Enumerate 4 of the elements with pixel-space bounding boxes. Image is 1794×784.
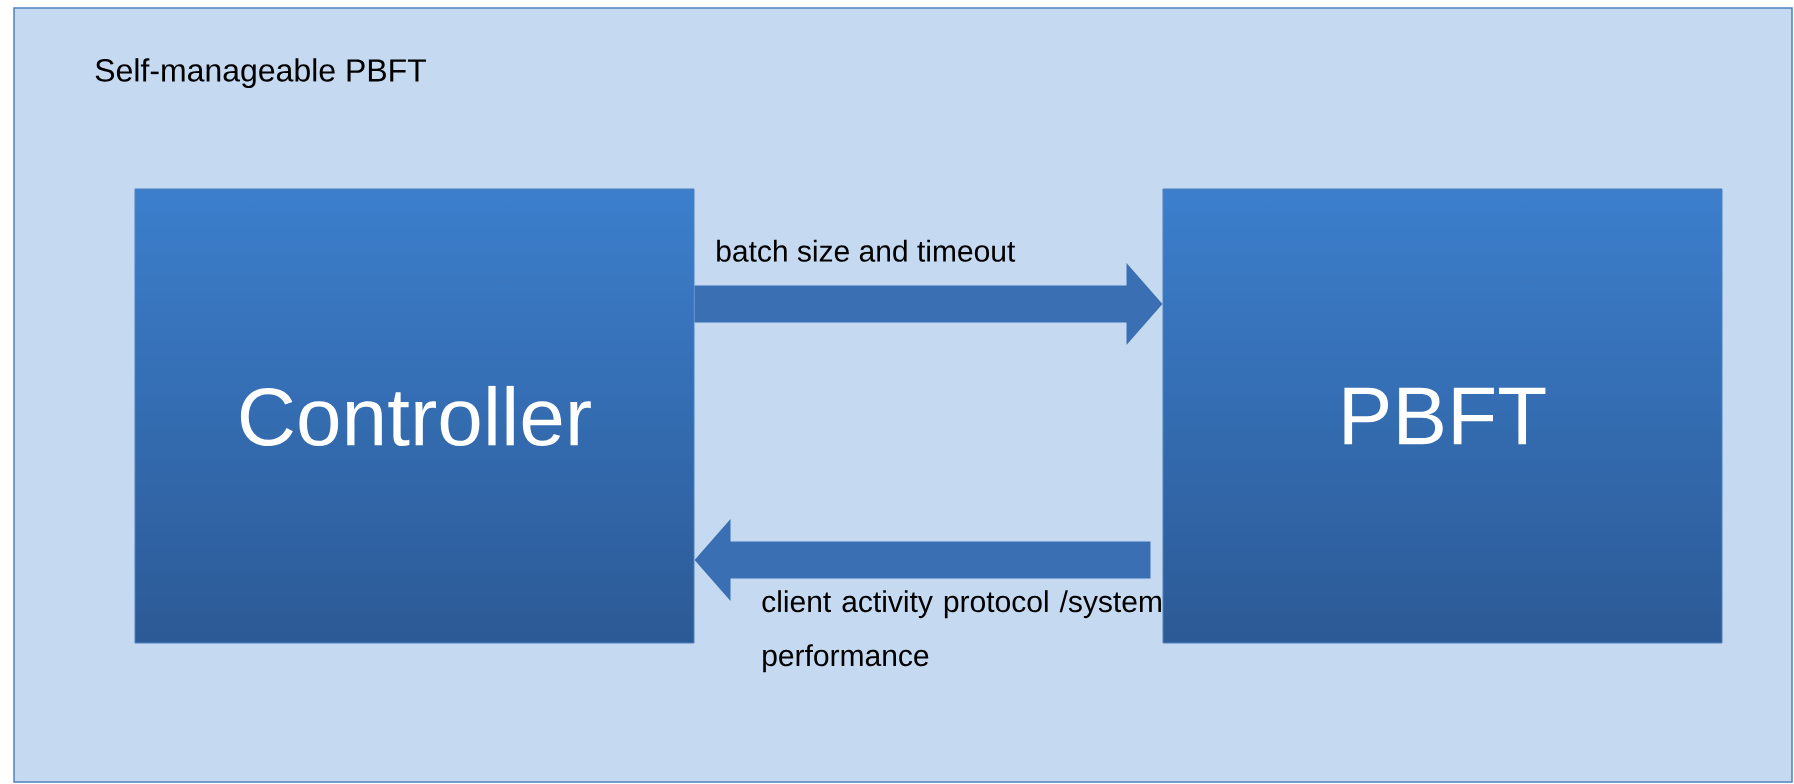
process-box: Controller: [134, 188, 695, 644]
edge-label: client activity protocol /system performance: [762, 590, 1161, 673]
process-box: PBFT: [1162, 188, 1723, 644]
edge-label: batch size and timeout: [717, 239, 1016, 262]
